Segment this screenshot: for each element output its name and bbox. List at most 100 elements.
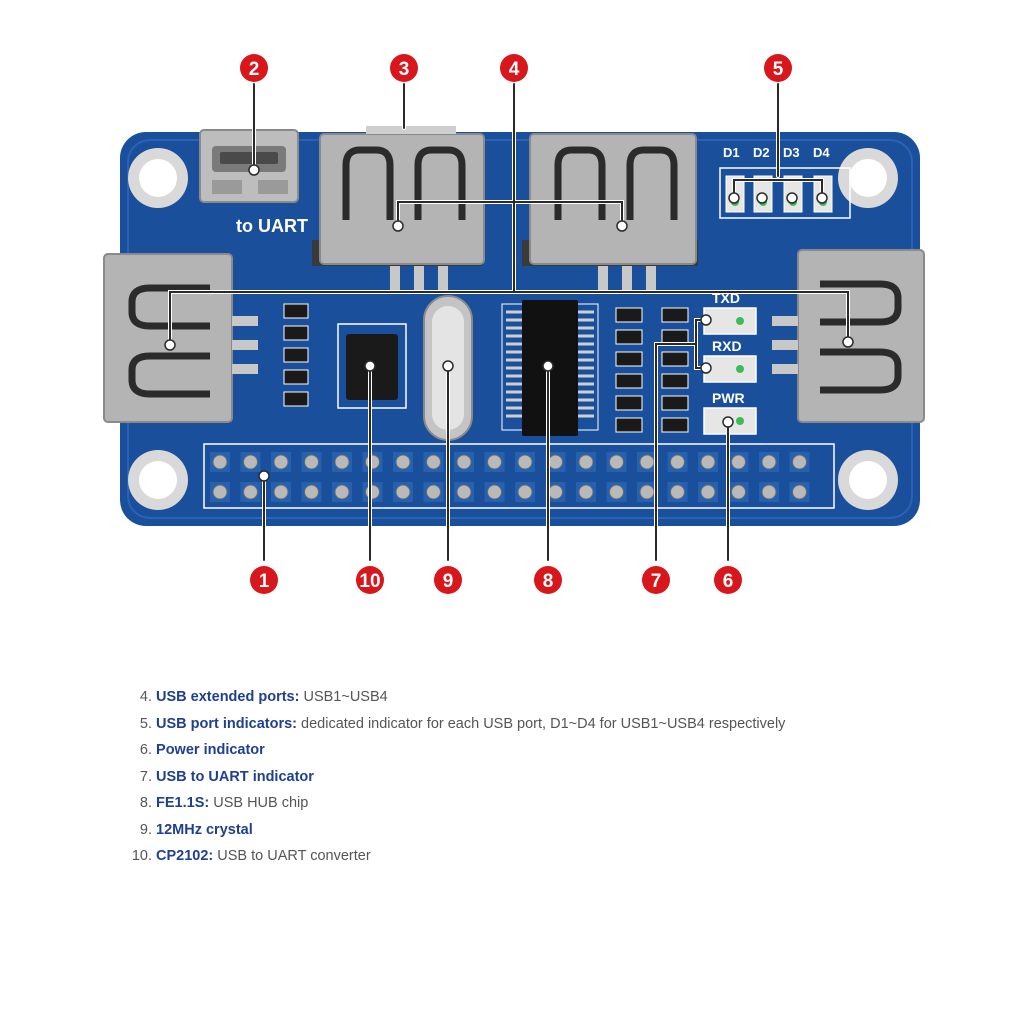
legend-term: Power indicator <box>156 742 265 758</box>
gpio-pin <box>639 454 655 470</box>
gpio-pin <box>304 454 319 470</box>
gpio-pin <box>243 484 258 500</box>
usb-indicator-leds <box>719 167 851 219</box>
legend-term: 12MHz crystal <box>156 821 253 838</box>
legend-number: 7. <box>139 768 152 785</box>
leader-end-dots <box>164 164 854 482</box>
gpio-pin <box>395 454 411 470</box>
usb-port-top-right <box>522 133 698 290</box>
gpio-pin <box>578 484 594 500</box>
callout-8: 8 <box>534 566 562 594</box>
legend-number: 4. <box>139 689 152 705</box>
gpio-pin <box>212 484 228 500</box>
legend-item: 7. USB to UART indicator <box>120 764 920 791</box>
svg-text:6: 6 <box>723 571 734 592</box>
gpio-pin <box>609 484 624 500</box>
callout-7: 7 <box>642 566 670 594</box>
svg-text:10: 10 <box>359 571 380 592</box>
d2-label: D2 <box>753 145 770 160</box>
legend-number: 5. <box>139 715 152 732</box>
gpio-pin <box>517 484 533 500</box>
legend-number: 9. <box>139 821 152 838</box>
gpio-pin <box>548 484 563 500</box>
gpio-pin <box>334 454 350 470</box>
callout-10: 10 <box>356 566 384 594</box>
svg-text:3: 3 <box>399 59 410 80</box>
legend-term: CP2102: <box>156 848 214 864</box>
legend-term: FE1.1S: <box>156 795 210 811</box>
gpio-pin <box>578 454 594 470</box>
mounting-holes <box>128 148 898 510</box>
svg-text:9: 9 <box>443 571 454 592</box>
legend-item: 8. FE1.1S: USB HUB chip <box>120 790 920 817</box>
usb-port-top-left <box>312 126 485 290</box>
legend-number: 8. <box>139 795 152 811</box>
svg-text:7: 7 <box>651 571 662 592</box>
gpio-pin <box>548 454 563 470</box>
gpio-pin <box>731 484 746 500</box>
legend-term: USB port indicators: <box>156 715 298 732</box>
gpio-pin <box>456 454 472 470</box>
legend-item: 9. 12MHz crystal <box>120 817 920 844</box>
gpio-pin <box>304 484 319 500</box>
legend-description: USB HUB chip <box>209 795 309 811</box>
callout-2: 2 <box>240 54 268 82</box>
gpio-pin <box>395 484 411 500</box>
svg-text:4: 4 <box>509 59 520 80</box>
svg-text:5: 5 <box>773 59 784 80</box>
gpio-pin <box>792 454 807 470</box>
svg-text:2: 2 <box>249 59 260 80</box>
legend-description: USB to UART converter <box>213 848 371 864</box>
d3-label: D3 <box>783 145 800 160</box>
gpio-pins <box>210 452 810 502</box>
legend-number: 10. <box>131 848 152 864</box>
d4-label: D4 <box>813 145 830 160</box>
legend-description: dedicated indicator for each USB port, D… <box>297 715 786 732</box>
callout-4: 4 <box>500 54 528 82</box>
gpio-pin <box>517 454 533 470</box>
micro-usb-port <box>199 129 299 203</box>
gpio-pin <box>334 484 350 500</box>
callout-9: 9 <box>434 566 462 594</box>
gpio-pin <box>365 484 380 500</box>
callout-3: 3 <box>390 54 418 82</box>
legend-description: USB1~USB4 <box>299 689 388 705</box>
to-uart-label: to UART <box>236 216 308 236</box>
legend-item: 10. CP2102: USB to UART converter <box>120 843 920 870</box>
pwr-label: PWR <box>712 390 745 406</box>
gpio-pin <box>212 454 228 470</box>
gpio-pin <box>456 484 472 500</box>
callout-leaders-dark <box>169 83 849 561</box>
gpio-pin <box>761 484 777 500</box>
svg-text:1: 1 <box>259 571 270 592</box>
board-diagram: to UART <box>103 54 925 594</box>
gpio-pin <box>761 454 777 470</box>
legend-item: 4. USB extended ports: USB1~USB4 <box>120 684 920 711</box>
legend-number: 6. <box>139 742 152 758</box>
legend-term: USB to UART indicator <box>156 768 314 785</box>
callout-6: 6 <box>714 566 742 594</box>
d1-label: D1 <box>723 145 740 160</box>
gpio-pin <box>609 454 624 470</box>
callout-1: 1 <box>250 566 278 594</box>
gpio-pin <box>639 484 655 500</box>
smd-resistors-left <box>283 303 309 407</box>
gpio-pin <box>670 484 685 500</box>
gpio-pin <box>426 454 441 470</box>
gpio-pin <box>700 454 716 470</box>
gpio-pin <box>487 484 502 500</box>
gpio-pin <box>700 484 716 500</box>
gpio-pin <box>731 454 746 470</box>
legend-item: 5. USB port indicators: dedicated indica… <box>120 711 920 738</box>
uart-indicator-leds <box>703 307 757 383</box>
gpio-pin <box>792 484 807 500</box>
smd-resistors-right <box>615 307 689 433</box>
gpio-pin <box>273 484 289 500</box>
legend-term: USB extended ports: <box>156 689 300 705</box>
gpio-pin <box>273 454 289 470</box>
rxd-label: RXD <box>712 338 742 354</box>
svg-text:8: 8 <box>543 571 554 592</box>
gpio-pin <box>670 454 685 470</box>
gpio-pin <box>243 454 258 470</box>
